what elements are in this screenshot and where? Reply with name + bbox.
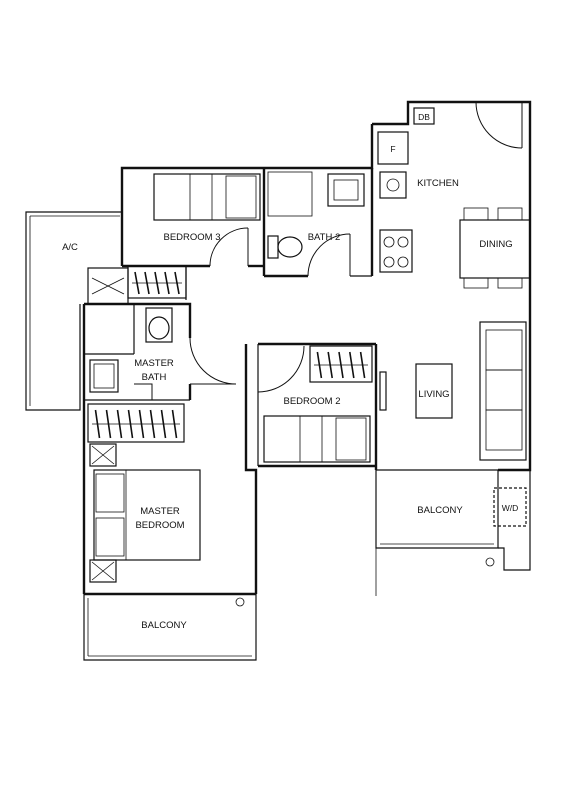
wd-box [493,487,527,527]
hanger-stripe [127,409,134,439]
label-bedroom3: BEDROOM 3 [163,232,220,243]
hanger-stripe [327,351,333,379]
vanity-bath2 [327,173,365,207]
hanger-stripe [94,409,101,439]
label-kitchen: KITCHEN [417,178,459,189]
bed-bedroom3 [153,173,261,221]
sofa [479,321,527,461]
sink [379,171,407,199]
hanger-stripe [171,409,178,439]
tv [379,371,387,411]
db-box [413,107,435,125]
dining-table [459,219,531,279]
bed-bedroom2 [263,415,371,463]
label-master-bedroom-2: BEDROOM [135,520,184,531]
hanger-stripe [105,409,112,439]
label-db: DB [418,112,430,122]
hanger-stripe [359,351,366,379]
fridge [377,131,409,165]
label-bath2: BATH 2 [308,232,341,243]
hanger-stripe [338,351,344,379]
wardrobe-stripes [92,271,368,439]
toilet-master [145,307,173,343]
hanger-stripe [160,409,167,439]
hanger-stripe [316,351,323,379]
room-labels: A/C BEDROOM 3 BATH 2 KITCHEN DINING MAST… [62,112,518,631]
doors [134,101,523,400]
basin-master [89,359,119,393]
label-ac: A/C [62,242,78,253]
hanger-stripe [154,271,160,295]
label-master-bath-1: MASTER [134,358,174,369]
hanger-stripe [116,409,123,439]
label-living: LIVING [418,389,449,400]
coffee-table [415,363,453,419]
label-bedroom2: BEDROOM 2 [283,396,340,407]
hanger-stripe [149,409,156,439]
label-dining: DINING [479,239,512,250]
label-wd: W/D [502,503,519,513]
hanger-stripe [138,409,145,439]
hanger-stripe [164,271,170,295]
label-master-bedroom-1: MASTER [140,506,180,517]
hanger-stripe [134,271,140,295]
hob [379,229,413,273]
hanger-stripe [174,271,180,295]
label-balcony-right: BALCONY [417,505,463,516]
label-master-bath-2: BATH [142,372,167,383]
furniture [87,107,531,607]
outer-walls [25,100,532,661]
hanger-stripe [144,271,150,295]
label-balcony-bottom: BALCONY [141,620,187,631]
label-fridge: F [390,144,395,154]
hanger-stripe [349,351,355,379]
toilet-bath2 [267,235,279,259]
